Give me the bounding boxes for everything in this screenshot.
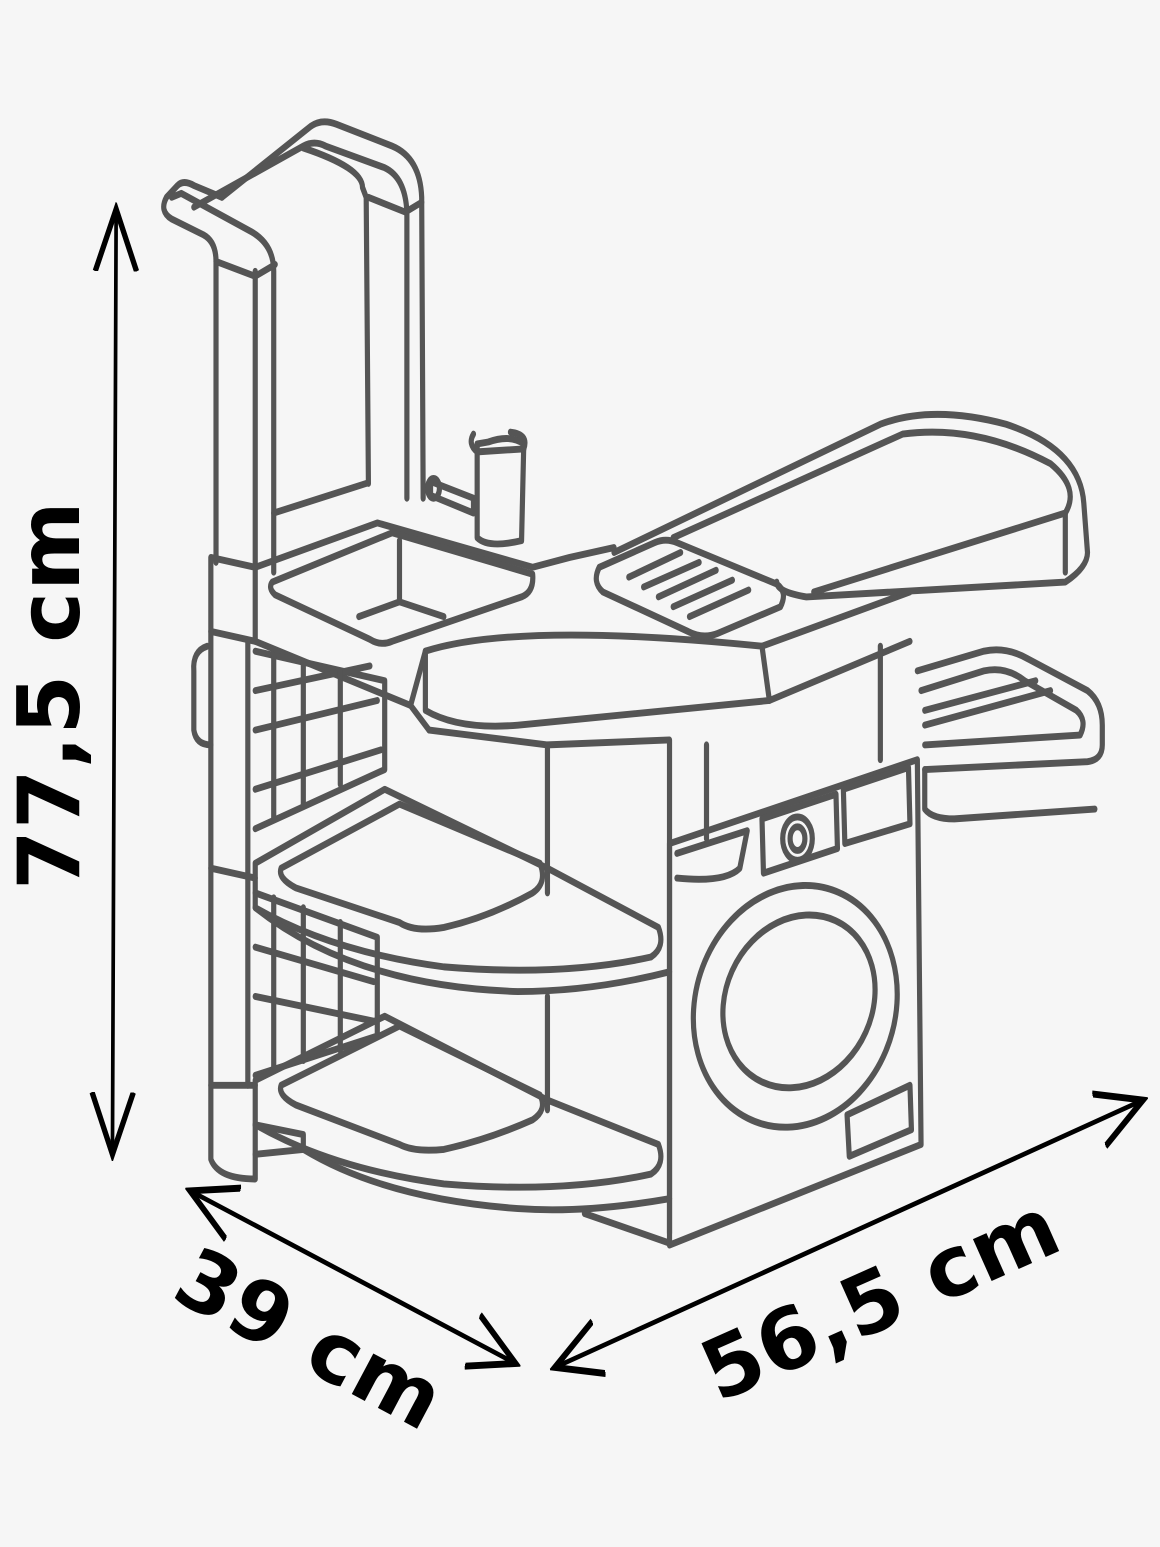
- width-dimension-arrow: [555, 1100, 1143, 1367]
- towel-rack: [914, 646, 1105, 823]
- depth-dimension-arrow: [190, 1191, 516, 1364]
- ironing-board: [611, 410, 1091, 601]
- faucet: [425, 428, 528, 548]
- shelf-upper: [252, 785, 673, 995]
- shelf-lower: [252, 1012, 673, 1247]
- washer-door: [690, 882, 900, 1131]
- sink-counter: [208, 519, 913, 734]
- height-dimension-arrow: [112, 209, 116, 1154]
- side-grid-upper: [191, 637, 388, 1089]
- washing-machine: [666, 756, 924, 1249]
- drying-rack-frame: [161, 118, 426, 576]
- washer-control-panel: [759, 790, 841, 877]
- height-dimension-label: 77,5 cm: [0, 500, 100, 890]
- side-grid-lower: [252, 889, 380, 1079]
- washboard: [593, 536, 787, 640]
